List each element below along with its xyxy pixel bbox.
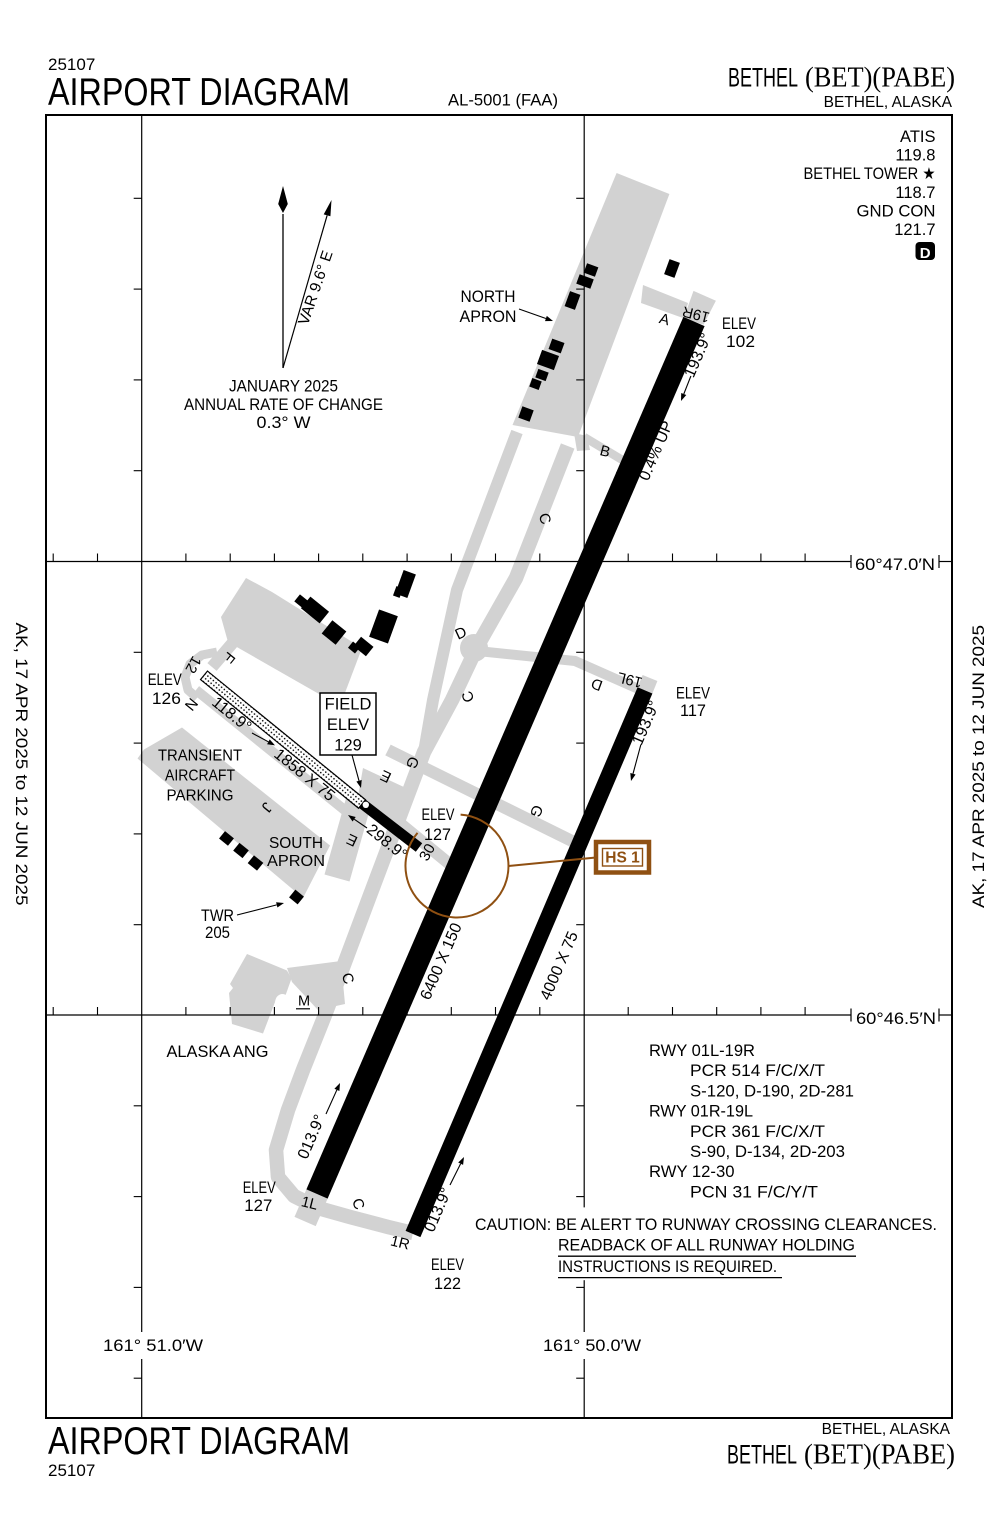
svg-text:30: 30: [416, 841, 439, 864]
svg-text:READBACK OF ALL RUNWAY HOLDING: READBACK OF ALL RUNWAY HOLDING: [558, 1236, 855, 1255]
svg-text:122: 122: [434, 1275, 461, 1293]
svg-text:ELEV: ELEV: [422, 806, 455, 824]
svg-text:CAUTION: BE ALERT TO RUNWAY CR: CAUTION: BE ALERT TO RUNWAY CROSSING CLE…: [475, 1215, 937, 1234]
svg-text:ANNUAL RATE OF CHANGE: ANNUAL RATE OF CHANGE: [184, 396, 383, 414]
svg-text:SOUTH: SOUTH: [269, 835, 323, 852]
svg-text:60°47.0′N: 60°47.0′N: [855, 555, 935, 574]
svg-text:12: 12: [182, 653, 205, 676]
svg-text:PCN 31 F/C/Y/T: PCN 31 F/C/Y/T: [690, 1182, 818, 1201]
svg-text:BETHEL, ALASKA: BETHEL, ALASKA: [822, 1421, 951, 1438]
svg-text:PARKING: PARKING: [167, 788, 234, 805]
svg-text:19L: 19L: [616, 668, 644, 691]
svg-text:117: 117: [680, 702, 706, 720]
svg-text:119.8: 119.8: [895, 147, 935, 165]
svg-text:(BET)(PABE): (BET)(PABE): [805, 63, 955, 94]
svg-text:RWY 12-30: RWY 12-30: [649, 1162, 735, 1181]
svg-text:ATIS: ATIS: [900, 128, 935, 146]
svg-text:ELEV: ELEV: [431, 1256, 464, 1274]
svg-text:ELEV: ELEV: [148, 671, 182, 689]
svg-text:D: D: [920, 245, 931, 262]
svg-text:RWY 01R-19L: RWY 01R-19L: [649, 1102, 753, 1121]
svg-text:FIELD: FIELD: [325, 696, 372, 714]
svg-text:ELEV: ELEV: [722, 315, 756, 333]
svg-text:HS 1: HS 1: [605, 850, 640, 867]
svg-text:S-120, D-190, 2D-281: S-120, D-190, 2D-281: [690, 1081, 854, 1100]
svg-text:127: 127: [424, 826, 451, 844]
svg-text:AIRPORT DIAGRAM: AIRPORT DIAGRAM: [48, 1420, 350, 1463]
svg-text:ELEV: ELEV: [327, 716, 369, 734]
svg-text:RWY 01L-19R: RWY 01L-19R: [649, 1041, 755, 1060]
svg-text:BETHEL, ALASKA: BETHEL, ALASKA: [824, 94, 953, 111]
svg-text:ALASKA ANG: ALASKA ANG: [167, 1042, 269, 1061]
svg-text:60°46.5′N: 60°46.5′N: [856, 1009, 936, 1028]
svg-text:0.3° W: 0.3° W: [257, 414, 311, 432]
svg-text:1L: 1L: [299, 1193, 319, 1214]
svg-text:TWR: TWR: [201, 907, 234, 925]
svg-text:APRON: APRON: [267, 853, 325, 870]
svg-text:ELEV: ELEV: [243, 1179, 276, 1197]
svg-text:INSTRUCTIONS IS REQUIRED.: INSTRUCTIONS IS REQUIRED.: [558, 1257, 777, 1276]
svg-text:JANUARY 2025: JANUARY 2025: [229, 378, 338, 396]
svg-text:NORTH: NORTH: [461, 288, 516, 306]
svg-text:PCR 514 F/C/X/T: PCR 514 F/C/X/T: [690, 1061, 825, 1080]
svg-text:25107: 25107: [48, 1461, 95, 1480]
svg-text:129: 129: [334, 737, 362, 755]
svg-text:118.7: 118.7: [895, 184, 935, 202]
svg-text:B: B: [598, 442, 612, 461]
svg-text:127: 127: [244, 1197, 272, 1215]
svg-text:S-90, D-134, 2D-203: S-90, D-134, 2D-203: [690, 1142, 845, 1161]
svg-text:AK, 17 APR 2025 to 12 JUN 2: AK, 17 APR 2025 to 12 JUN 2025: [12, 623, 31, 906]
svg-text:161° 51.0′W: 161° 51.0′W: [103, 1337, 203, 1355]
svg-text:19R: 19R: [680, 302, 711, 325]
svg-text:25107: 25107: [48, 55, 95, 74]
svg-text:M: M: [298, 994, 310, 1010]
svg-text:BETHEL: BETHEL: [728, 63, 798, 93]
svg-text:205: 205: [205, 924, 230, 942]
svg-text:102: 102: [726, 333, 755, 351]
svg-text:121.7: 121.7: [894, 221, 935, 239]
svg-text:AL-5001 (FAA): AL-5001 (FAA): [448, 91, 558, 110]
svg-text:APRON: APRON: [460, 308, 517, 326]
svg-text:PCR 361 F/C/X/T: PCR 361 F/C/X/T: [690, 1122, 825, 1141]
svg-text:AIRPORT DIAGRAM: AIRPORT DIAGRAM: [48, 71, 350, 114]
svg-text:A: A: [657, 310, 671, 329]
svg-text:AIRCRAFT: AIRCRAFT: [165, 768, 235, 785]
svg-text:1R: 1R: [389, 1232, 412, 1253]
svg-text:GND CON: GND CON: [857, 202, 936, 220]
svg-text:ELEV: ELEV: [676, 685, 710, 703]
svg-text:TRANSIENT: TRANSIENT: [158, 748, 243, 765]
svg-text:BETHEL TOWER ★: BETHEL TOWER ★: [804, 165, 936, 183]
svg-text:BETHEL: BETHEL: [727, 1440, 797, 1470]
svg-text:AK, 17 APR 2025 to 12 JUN 2: AK, 17 APR 2025 to 12 JUN 2025: [969, 625, 988, 908]
svg-text:(BET)(PABE): (BET)(PABE): [804, 1440, 955, 1471]
svg-text:161° 50.0′W: 161° 50.0′W: [543, 1337, 641, 1355]
svg-text:126: 126: [152, 690, 181, 708]
